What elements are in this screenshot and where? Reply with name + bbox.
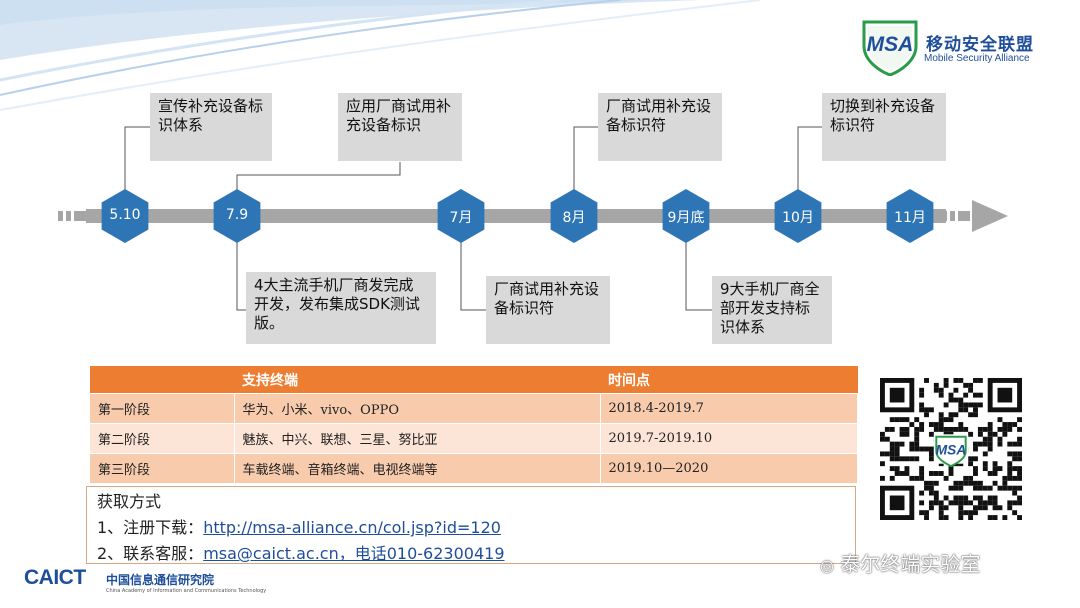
milestone-marker <box>886 189 934 243</box>
note-below-2: 厂商试用补充设备标识符 <box>486 276 610 344</box>
table-header <box>90 366 234 394</box>
milestone-label: 7.9 <box>225 207 249 223</box>
register-download-link[interactable]: http://msa-alliance.cn/col.jsp?id=120 <box>203 518 501 537</box>
timeline <box>58 126 1008 311</box>
note-above-2: 应用厂商试用补充设备标识 <box>338 93 462 161</box>
note-below-1: 4大主流手机厂商发完成开发，发布集成SDK测试版。 <box>246 272 436 344</box>
milestone-label: 10月 <box>782 210 814 226</box>
table-cell: 2018.4-2019.7 <box>600 393 858 424</box>
table-header: 时间点 <box>600 366 858 394</box>
access-line-register: 1、注册下载：http://msa-alliance.cn/col.jsp?id… <box>97 518 501 537</box>
note-above-4: 切换到补充设备标识符 <box>822 93 946 161</box>
header-wave-decoration <box>0 0 761 111</box>
caict-name-cn: 中国信息通信研究院 <box>106 573 215 587</box>
milestone-marker <box>662 189 710 243</box>
access-line-contact: 2、联系客服：msa@caict.ac.cn，电话010-62300419 <box>97 544 505 563</box>
note-above-3: 厂商试用补充设备标识符 <box>598 93 722 161</box>
milestone-marker <box>774 189 822 243</box>
table-header-row: 支持终端 时间点 <box>90 366 858 394</box>
milestone-marker <box>213 189 261 243</box>
msa-logo-text: MSA <box>867 33 914 56</box>
table-cell: 2019.7-2019.10 <box>600 423 858 454</box>
table-row: 第三阶段 车载终端、音箱终端、电视终端等 2019.10—2020 <box>90 453 858 483</box>
msa-name-en: Mobile Security Alliance <box>924 53 1030 64</box>
table-cell: 第三阶段 <box>90 453 235 483</box>
milestone-marker <box>550 189 598 243</box>
wechat-icon: ◎ <box>820 556 834 575</box>
caict-name-en: China Academy of Information and Communi… <box>106 588 267 594</box>
msa-logo: MSA <box>862 20 918 76</box>
note-below-3: 9大手机厂商全部开发支持标识体系 <box>712 276 832 344</box>
table-header: 支持终端 <box>234 366 600 394</box>
milestone-label: 9月底 <box>667 210 705 226</box>
access-info-box: 获取方式 1、注册下载：http://msa-alliance.cn/col.j… <box>86 486 856 564</box>
milestone-label: 8月 <box>562 210 586 226</box>
milestone-label: 11月 <box>894 210 926 226</box>
milestone-label: 5.10 <box>109 207 141 223</box>
access-title: 获取方式 <box>97 492 162 511</box>
milestone-marker <box>101 189 149 243</box>
table-row: 第一阶段 华为、小米、vivo、OPPO 2018.4-2019.7 <box>90 393 858 424</box>
timeline-arrow-icon <box>972 200 1008 232</box>
table-cell: 车载终端、音箱终端、电视终端等 <box>234 453 601 483</box>
table-row: 第二阶段 魅族、中兴、联想、三星、努比亚 2019.7-2019.10 <box>90 423 858 454</box>
qr-code: MSA <box>880 378 1022 520</box>
timeline-bar <box>86 209 946 223</box>
caict-logo: CAICT 中国信息通信研究院 China Academy of Informa… <box>24 566 266 594</box>
stages-table: 支持终端 时间点 第一阶段 华为、小米、vivo、OPPO 2018.4-201… <box>90 366 858 483</box>
milestone-marker <box>437 189 485 243</box>
table-cell: 第二阶段 <box>90 423 235 454</box>
note-above-1: 宣传补充设备标识体系 <box>150 93 272 161</box>
qr-center-logo: MSA <box>936 442 966 457</box>
table-cell: 2019.10—2020 <box>600 453 858 483</box>
contact-link[interactable]: msa@caict.ac.cn，电话010-62300419 <box>203 544 505 563</box>
milestone-label: 7月 <box>449 210 473 226</box>
watermark: ◎ 泰尔终端实验室 <box>820 552 981 576</box>
table-cell: 第一阶段 <box>90 393 235 424</box>
caict-logo-text: CAICT <box>24 566 86 589</box>
msa-name-cn: 移动安全联盟 <box>926 35 1034 55</box>
table-cell: 华为、小米、vivo、OPPO <box>234 393 601 424</box>
table-cell: 魅族、中兴、联想、三星、努比亚 <box>234 423 601 454</box>
